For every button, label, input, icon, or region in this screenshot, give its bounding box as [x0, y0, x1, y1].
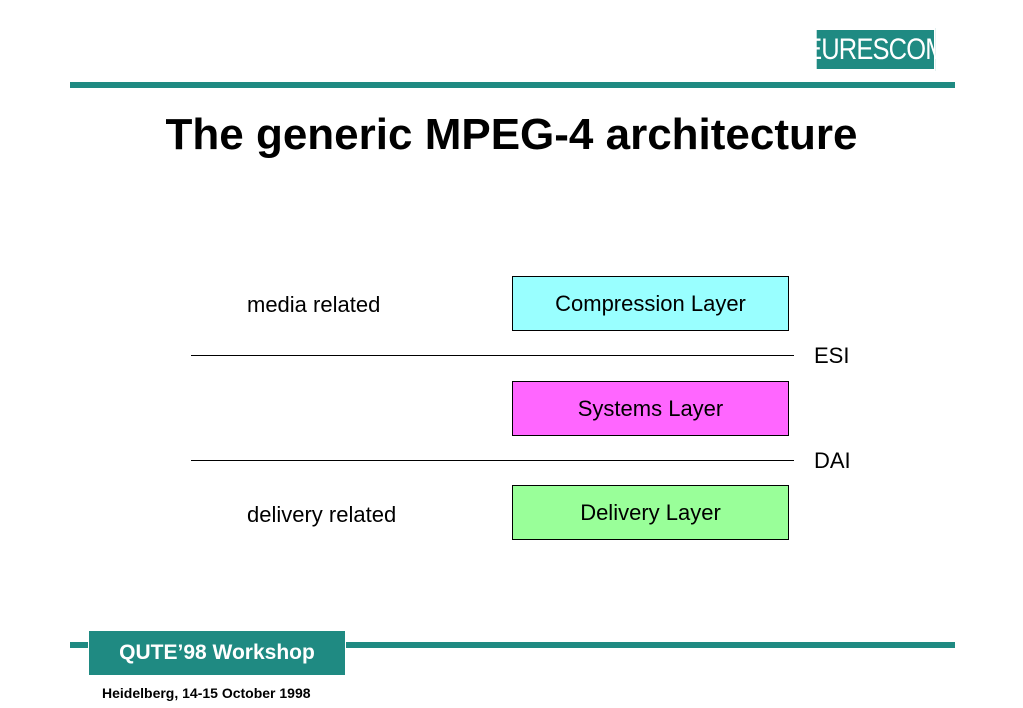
compression-layer-box: Compression Layer [512, 276, 789, 331]
workshop-badge: QUTE’98 Workshop [88, 630, 346, 676]
compression-layer-label: Compression Layer [555, 290, 746, 316]
dai-interface-line [191, 460, 794, 461]
header-divider [70, 82, 955, 88]
delivery-layer-label: Delivery Layer [580, 499, 721, 525]
delivery-layer-box: Delivery Layer [512, 485, 789, 540]
logo-text: EURESCOM [805, 28, 946, 71]
location-date: Heidelberg, 14-15 October 1998 [102, 685, 311, 701]
eurescom-logo: EURESCOM [805, 28, 946, 71]
footer-divider [70, 642, 955, 648]
esi-interface-line [191, 355, 794, 356]
systems-layer-box: Systems Layer [512, 381, 789, 436]
esi-label: ESI [814, 343, 850, 368]
media-related-label: media related [247, 292, 381, 317]
slide-title: The generic MPEG-4 architecture [165, 110, 858, 159]
systems-layer-label: Systems Layer [577, 395, 724, 421]
dai-label: DAI [814, 448, 851, 473]
delivery-related-label: delivery related [247, 502, 397, 527]
